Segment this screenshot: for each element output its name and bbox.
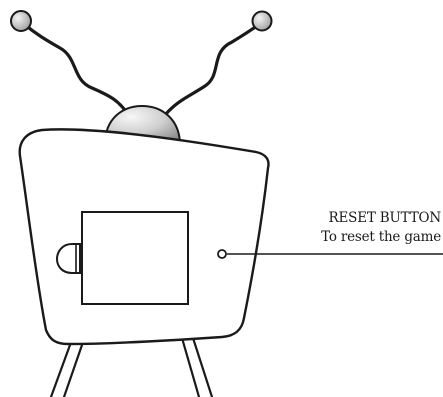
- screen-panel: [81, 211, 189, 305]
- legs: [49, 336, 214, 397]
- antenna-right: [163, 20, 264, 117]
- reset-callout-title: RESET BUTTON: [328, 210, 442, 226]
- side-bump: [55, 243, 81, 274]
- antennae: [22, 20, 264, 120]
- antenna-knob-right: [251, 10, 273, 32]
- reset-button[interactable]: [217, 249, 227, 259]
- leg-right: [191, 336, 214, 397]
- antenna-left: [22, 22, 132, 120]
- reset-callout: RESET BUTTON To reset the game: [321, 209, 441, 247]
- leg-left-inner: [62, 343, 84, 397]
- leg-right-inner: [180, 336, 201, 397]
- antenna-knob-left: [10, 10, 32, 32]
- leg-left: [49, 343, 72, 397]
- reset-callout-description: To reset the game: [321, 229, 441, 245]
